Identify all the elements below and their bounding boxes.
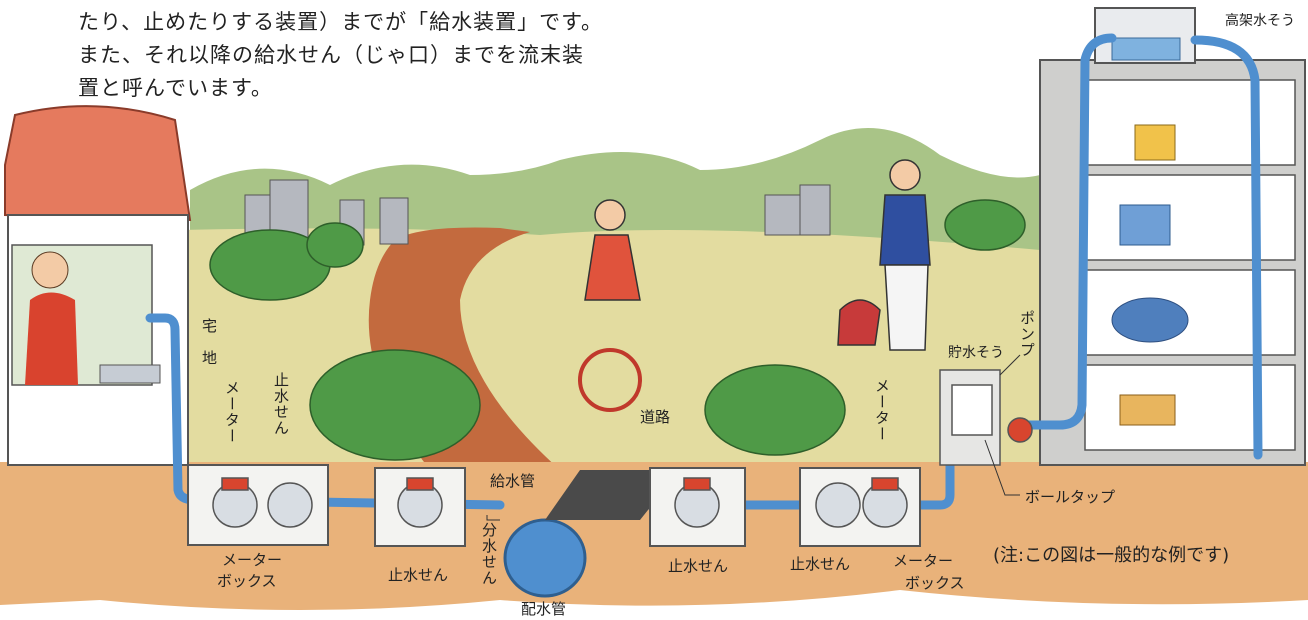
leader-lines	[486, 354, 1021, 521]
residential-land-label: 宅 地	[200, 318, 218, 366]
stop-valve-label: 止水せん	[790, 555, 851, 573]
intro-line: 置と呼んでいます。	[78, 76, 273, 100]
storage-tank-label: 貯水そう	[948, 345, 1004, 361]
elevated-tank-label: 高架水そう	[1225, 13, 1295, 29]
storage-tank-pump	[939, 369, 1033, 466]
road-label: 道路	[640, 408, 671, 426]
note-label: (注:この図は一般的な例です)	[993, 545, 1230, 566]
intro-line: たり、止めたりする装置）までが「給水装置」です。	[78, 10, 604, 34]
meter-left-label: メーター	[223, 380, 241, 444]
supply-pipe-shadow	[545, 470, 680, 520]
supply-pipe-label: 給水管	[490, 472, 536, 490]
stop-valve-label: 止水せん	[668, 557, 729, 575]
meter-box-right-label-2: ボックス	[905, 574, 965, 592]
distribution-main-label: 配水管	[521, 600, 567, 618]
people	[578, 159, 931, 412]
branch-valve-label: 分水せん	[480, 522, 498, 586]
meter-box-left-label-1: メーター	[222, 551, 283, 569]
meter-box-left-label-2: ボックス	[217, 572, 277, 590]
meter-right-label: メーター	[873, 378, 891, 442]
intro-line: また、それ以降の給水せん（じゃ口）までを流末装	[78, 43, 584, 67]
distribution-main-pipe	[503, 518, 587, 598]
intro-text: たり、止めたりする装置）までが「給水装置」です。 また、それ以降の給水せん（じゃ…	[78, 6, 603, 105]
house	[4, 105, 192, 466]
ball-tap-label: ボールタップ	[1025, 488, 1116, 506]
meter-box-right-label-1: メーター	[893, 552, 954, 570]
meter-boxes	[187, 464, 921, 547]
pump-label: ポンプ	[1018, 310, 1036, 358]
stop-valve-left-label: 止水せん	[272, 372, 290, 436]
stop-valve-label: 止水せん	[388, 566, 449, 584]
bushes	[209, 199, 1026, 461]
meters-valves	[212, 477, 908, 528]
